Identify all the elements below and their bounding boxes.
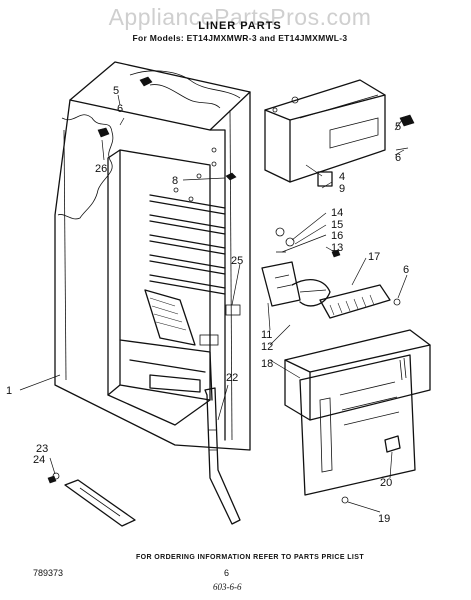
callout-23: 23 (36, 443, 48, 455)
callout-numbers: 1 5 6 26 8 25 22 23 24 5 6 4 9 14 15 16 … (6, 85, 409, 525)
callout-17: 17 (368, 251, 380, 263)
drain-trough (204, 387, 241, 525)
callout-15: 15 (331, 219, 343, 231)
control-assembly-parts (261, 227, 401, 319)
callout-19: 19 (378, 513, 390, 525)
diagram-title: LINER PARTS (198, 20, 282, 32)
callout-13: 13 (331, 242, 343, 254)
model-subtitle: For Models: ET14JMXMWR-3 and ET14JMXMWL-… (132, 33, 348, 43)
callout-6-mid: 6 (403, 264, 409, 276)
callout-5-left: 5 (113, 85, 119, 97)
callout-1: 1 (6, 385, 12, 397)
callout-6-left: 6 (117, 103, 123, 115)
callout-14: 14 (331, 207, 343, 219)
cabinet-liner (54, 61, 251, 451)
document-number: 789373 (33, 568, 64, 578)
callout-20: 20 (380, 477, 392, 489)
callout-8: 8 (172, 175, 178, 187)
leader-lines (19, 94, 408, 513)
lower-panel (284, 329, 431, 504)
callout-18: 18 (261, 358, 273, 370)
callout-25: 25 (231, 255, 243, 267)
callout-11: 11 (261, 329, 272, 341)
callout-22: 22 (226, 372, 238, 384)
callout-4: 4 (339, 171, 345, 183)
callout-16: 16 (331, 230, 343, 242)
page-number: 6 (224, 568, 230, 578)
handwritten-note: 603-6-6 (213, 582, 242, 592)
callout-26: 26 (95, 163, 107, 175)
callout-24: 24 (33, 454, 45, 466)
ordering-note: FOR ORDERING INFORMATION REFER TO PARTS … (135, 554, 365, 561)
watermark: AppliancePartsPros.com (108, 4, 372, 30)
hinge-bracket (47, 472, 136, 527)
callout-5-right: 5 (395, 121, 401, 133)
callout-9: 9 (339, 183, 345, 195)
callout-6-right: 6 (395, 152, 401, 164)
callout-12: 12 (261, 341, 273, 353)
